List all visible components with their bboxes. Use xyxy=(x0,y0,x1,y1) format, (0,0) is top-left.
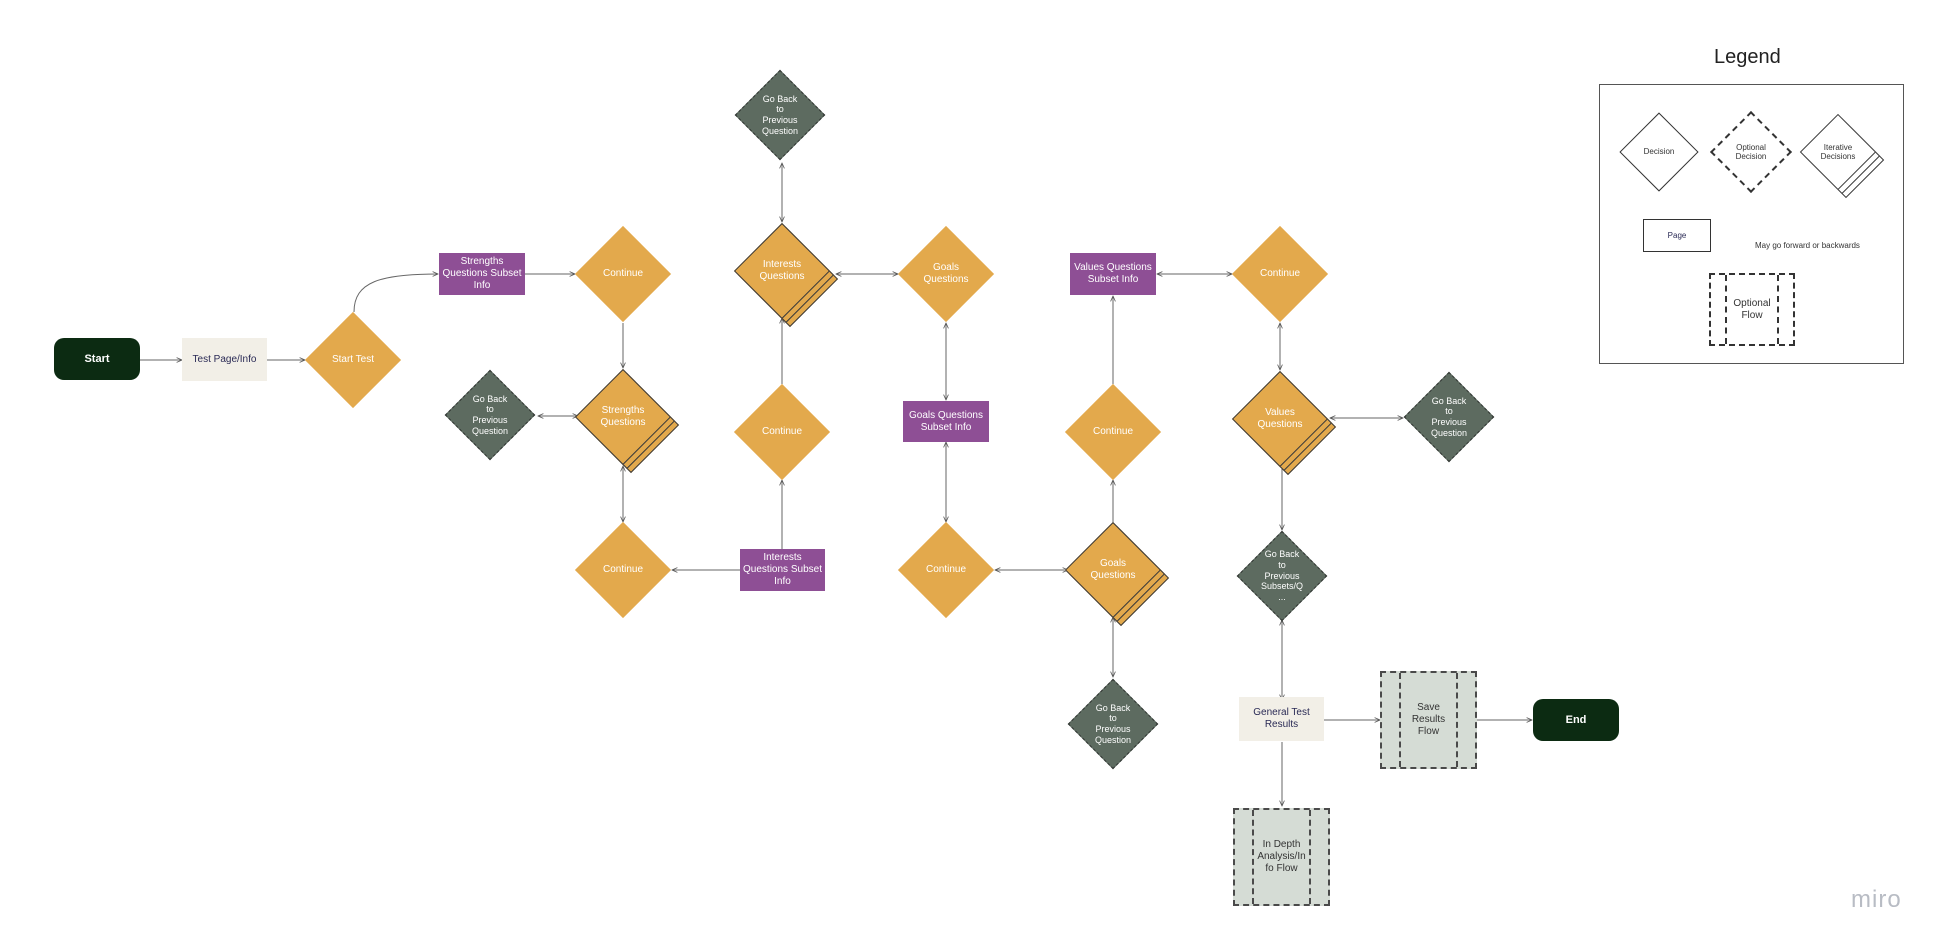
continue-decision-4[interactable]: Continue xyxy=(897,521,995,619)
goals-subset-node[interactable]: Goals Questions Subset Info xyxy=(903,401,989,442)
continue-decision-2[interactable]: Continue xyxy=(574,521,672,619)
test-page-node[interactable]: Test Page/Info xyxy=(182,338,267,381)
continue-decision-5[interactable]: Continue xyxy=(1064,383,1162,481)
values-questions-iterative[interactable]: Values Questions xyxy=(1231,370,1337,476)
continue-decision-3[interactable]: Continue xyxy=(733,383,831,481)
start-test-decision[interactable]: Start Test xyxy=(304,311,402,409)
goals-questions-top-decision[interactable]: Goals Questions xyxy=(897,225,995,323)
go-back-goals-decision[interactable]: Go Back to Previous Question xyxy=(1067,677,1159,771)
strengths-questions-iterative[interactable]: Strengths Questions xyxy=(574,368,680,474)
go-back-strengths-decision[interactable]: Go Back to Previous Question xyxy=(444,368,536,462)
legend-title: Legend xyxy=(1714,46,1781,68)
miro-watermark: miro xyxy=(1851,886,1902,913)
go-back-interests-decision[interactable]: Go Back to Previous Question xyxy=(734,68,826,162)
start-node[interactable]: Start xyxy=(54,338,140,380)
interests-subset-node[interactable]: Interests Questions Subset Info xyxy=(740,549,825,591)
go-back-values-decision[interactable]: Go Back to Previous Question xyxy=(1403,370,1495,464)
edge-starttest-strengthsubset xyxy=(353,274,438,313)
legend-page: Page xyxy=(1643,219,1711,252)
end-node[interactable]: End xyxy=(1533,699,1619,741)
legend-decision: Decision xyxy=(1619,112,1699,192)
legend-optional-decision: Optional Decision xyxy=(1709,110,1793,194)
continue-decision-1[interactable]: Continue xyxy=(574,225,672,323)
values-subset-node[interactable]: Values Questions Subset Info xyxy=(1070,253,1156,295)
go-back-subsets-decision[interactable]: Go Back to Previous Subsets/Q ... xyxy=(1236,529,1328,623)
in-depth-analysis-flow[interactable]: In Depth Analysis/In fo Flow xyxy=(1233,808,1330,906)
general-results-node[interactable]: General Test Results xyxy=(1239,697,1324,741)
goals-questions-iterative[interactable]: Goals Questions xyxy=(1064,521,1170,627)
strengths-subset-node[interactable]: Strengths Questions Subset Info xyxy=(439,253,525,295)
interests-questions-iterative[interactable]: Interests Questions xyxy=(733,222,839,328)
legend-iterative-decisions: Iterative Decisions xyxy=(1799,112,1885,199)
save-results-flow[interactable]: Save Results Flow xyxy=(1380,671,1477,769)
continue-decision-6[interactable]: Continue xyxy=(1231,225,1329,323)
legend-optional-flow: Optional Flow xyxy=(1709,273,1795,346)
legend-arrow-note: May go forward or backwards xyxy=(1755,241,1860,250)
